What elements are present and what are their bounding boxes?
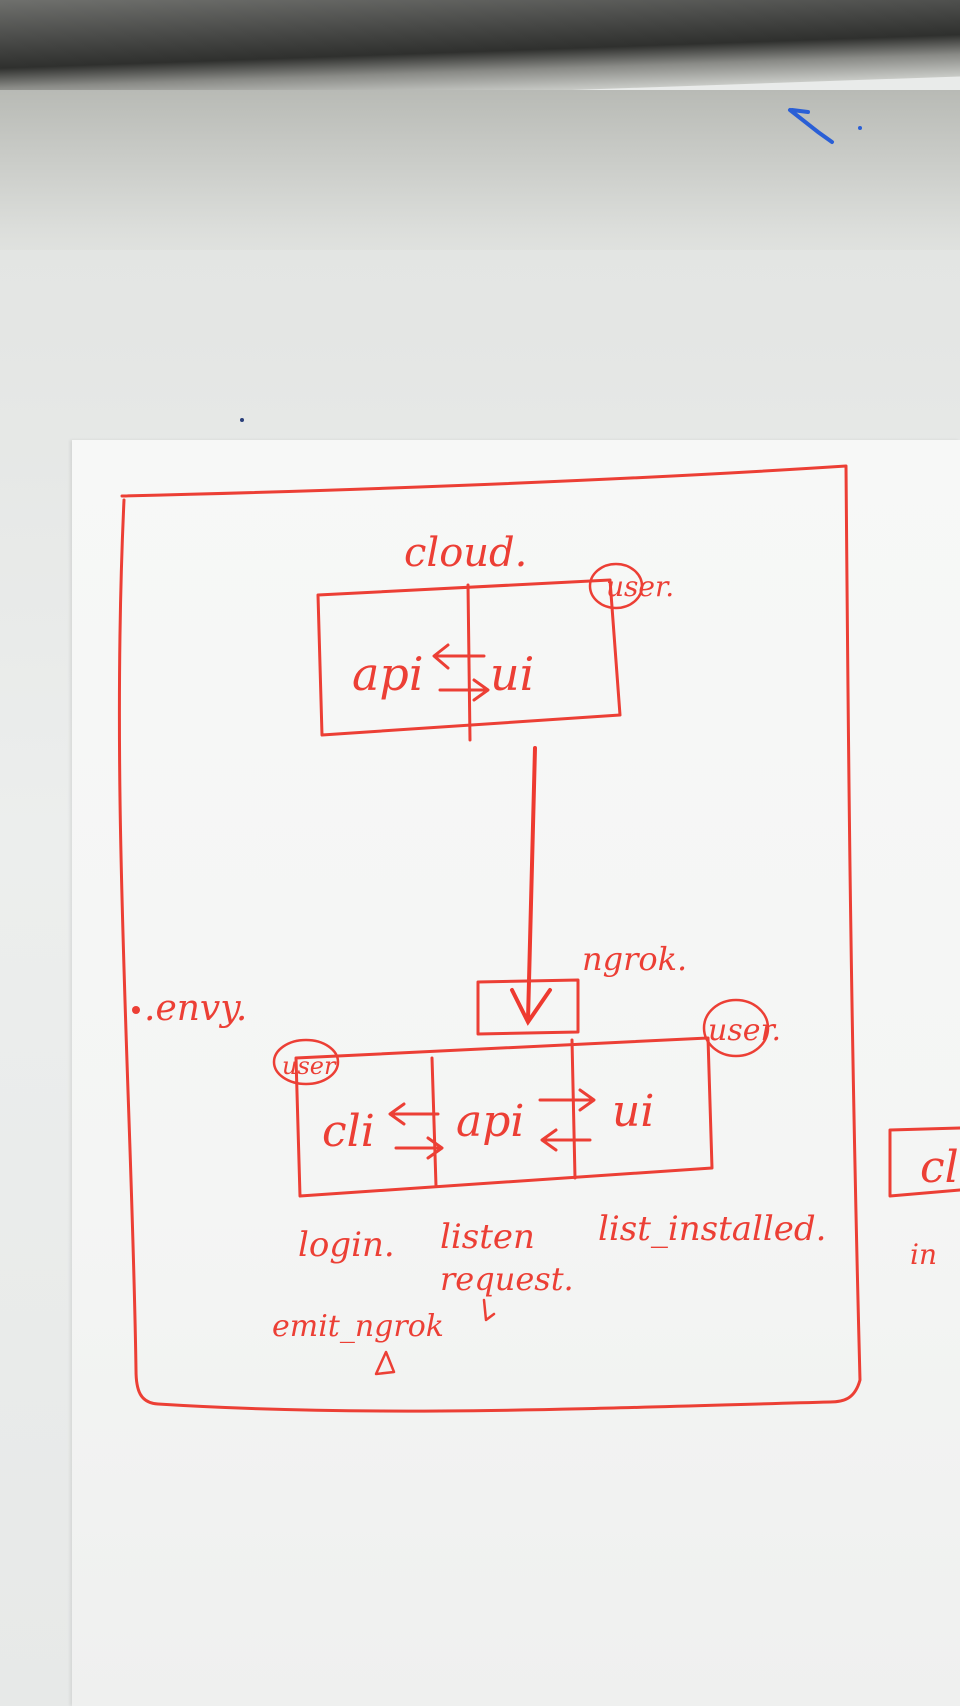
cmd-listen: listen bbox=[440, 1217, 535, 1257]
cloud-user-badge bbox=[588, 562, 644, 610]
emit-triangle-mark bbox=[374, 1350, 396, 1376]
env-bullet bbox=[132, 1006, 140, 1014]
local-arrow-cli-right bbox=[394, 1136, 444, 1160]
paper-sheet bbox=[72, 440, 960, 1706]
cloud-api-label: api bbox=[352, 647, 424, 701]
partial-right-text: in bbox=[910, 1238, 937, 1271]
ngrok-box bbox=[476, 978, 580, 1036]
cloud-title: cloud. bbox=[404, 530, 527, 576]
local-divider-1 bbox=[430, 1056, 438, 1188]
cloud-box-divider bbox=[466, 583, 472, 742]
cmd-emit-ngrok: emit_ngrok bbox=[272, 1309, 444, 1344]
local-user-label-left: user bbox=[282, 1052, 337, 1080]
cmd-request: request. bbox=[440, 1260, 574, 1298]
request-tick bbox=[482, 1298, 496, 1322]
cloud-arrow-right bbox=[438, 678, 490, 702]
blue-marker-smudge bbox=[240, 108, 862, 422]
cloud-to-ngrok-arrow bbox=[510, 746, 552, 1026]
cloud-ui-label: ui bbox=[490, 647, 534, 701]
local-arrow-ui-left bbox=[540, 1128, 592, 1152]
partial-right-box bbox=[888, 1126, 960, 1198]
cmd-login: login. bbox=[298, 1225, 395, 1265]
local-user-badge-left bbox=[272, 1038, 340, 1086]
outer-frame bbox=[117, 464, 862, 1413]
local-cli-label: cli bbox=[322, 1106, 375, 1157]
local-arrow-ui-right bbox=[538, 1088, 596, 1112]
env-label: .envy. bbox=[144, 988, 247, 1029]
local-arrow-cli-left bbox=[388, 1102, 440, 1126]
local-api-label: api bbox=[456, 1096, 524, 1147]
partial-right-box-label: cl bbox=[920, 1142, 959, 1193]
local-divider-2 bbox=[570, 1038, 577, 1180]
cloud-box bbox=[316, 578, 622, 737]
local-user-label-right: user. bbox=[708, 1013, 781, 1048]
ngrok-label: ngrok. bbox=[582, 940, 687, 978]
local-user-badge-right bbox=[702, 998, 770, 1058]
cloud-arrow-left bbox=[432, 643, 486, 670]
cloud-user-label: user. bbox=[606, 570, 674, 603]
local-ui-label: ui bbox=[612, 1086, 654, 1137]
cmd-list-installed: list_installed. bbox=[598, 1209, 826, 1249]
